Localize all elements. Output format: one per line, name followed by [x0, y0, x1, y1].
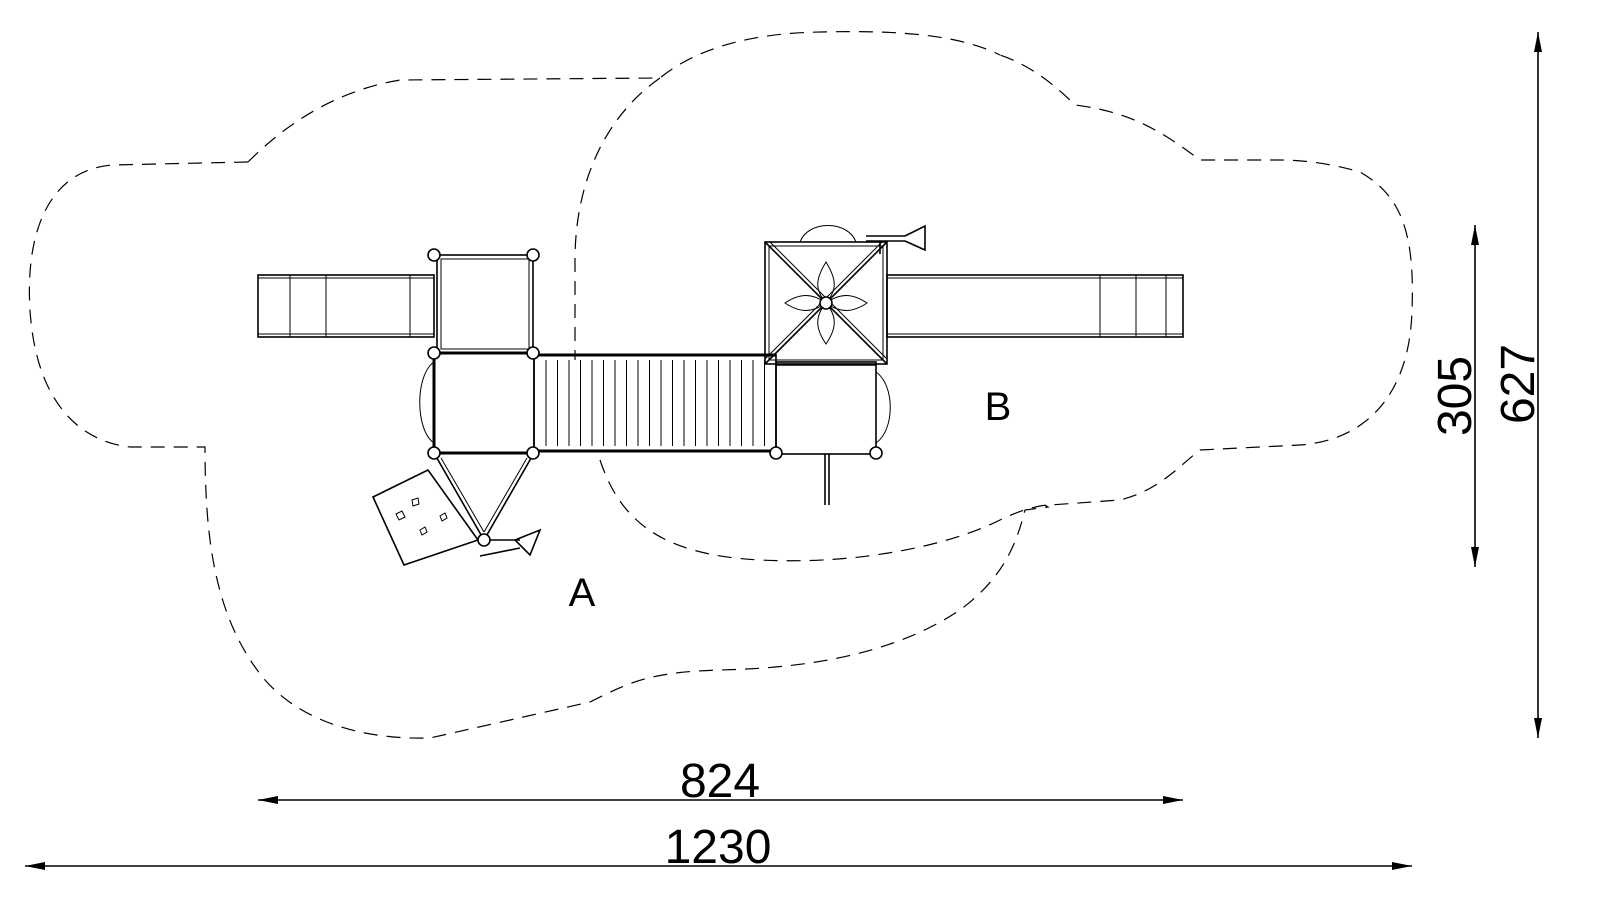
- dimension-structure-depth: 305: [1429, 356, 1482, 436]
- bridge: [533, 353, 777, 453]
- telescope-panel: [866, 224, 926, 254]
- climbing-wall: [371, 468, 480, 566]
- right-lower-platform: [775, 361, 891, 505]
- left-tower-upper-platform: [436, 254, 534, 354]
- dimension-overall-depth: 627: [1492, 344, 1545, 424]
- dimension-overall-width: 1230: [665, 821, 772, 874]
- safety-zone-a-outline-top: [247, 30, 1001, 163]
- left-tower-lower-platform: [419, 351, 535, 455]
- zone-label-b: B: [985, 385, 1012, 429]
- right-slide: [886, 274, 1184, 338]
- roofed-tower: [764, 225, 888, 365]
- safety-zone-b-outline: [574, 54, 1413, 562]
- dimension-structure-width: 824: [680, 755, 760, 808]
- left-slide: [257, 274, 435, 338]
- climbing-ramp: [432, 452, 536, 542]
- safety-zone-a-outline: [28, 161, 1050, 739]
- zone-label-a: A: [569, 571, 596, 615]
- posts: [427, 248, 883, 547]
